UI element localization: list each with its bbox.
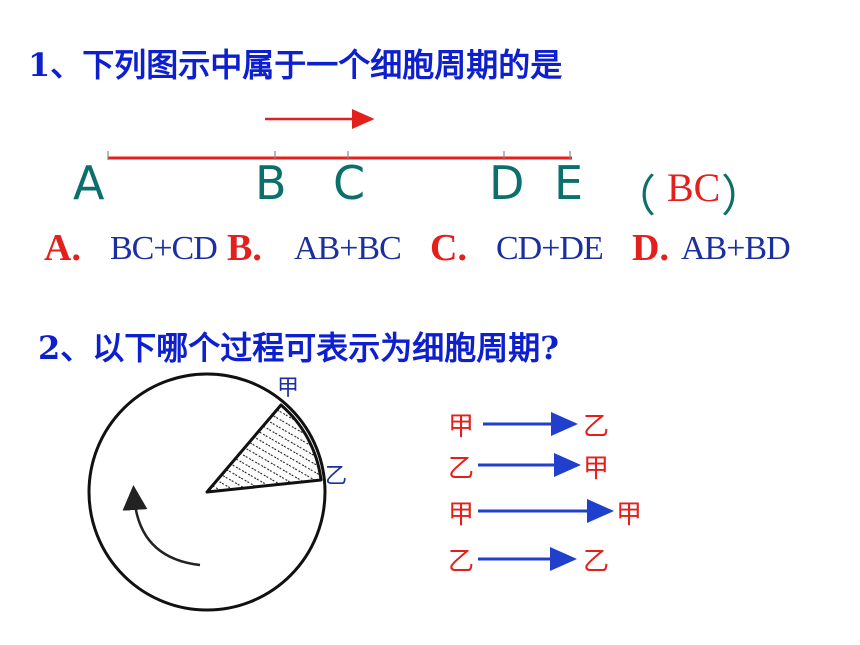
seq-4-to: 乙 xyxy=(583,547,610,577)
option-b-letter: B. xyxy=(227,227,262,269)
seq-2-from: 乙 xyxy=(448,454,475,484)
option-d-value: AB+BD xyxy=(681,230,791,267)
seq-1-to: 乙 xyxy=(583,412,610,442)
question2-title: 2、以下哪个过程可表示为细胞周期? xyxy=(38,329,560,367)
answer-paren-close: ） xyxy=(721,171,765,222)
option-d-letter: D. xyxy=(632,227,669,269)
seq-4-from: 乙 xyxy=(448,547,475,577)
answer-paren-open: （ xyxy=(612,171,656,222)
seq-1-from: 甲 xyxy=(448,412,475,442)
option-c-value: CD+DE xyxy=(496,230,604,267)
seq-3-from: 甲 xyxy=(448,500,475,530)
point-d-label: D xyxy=(489,156,525,210)
point-a-label: A xyxy=(73,156,105,210)
rotation-arrow xyxy=(122,485,201,567)
point-e-label: E xyxy=(554,156,584,210)
cell-cycle-circle xyxy=(87,372,327,612)
seq-2-to: 甲 xyxy=(583,454,610,484)
circle-label-right: 乙 xyxy=(325,464,348,489)
shaded-sector xyxy=(205,403,323,494)
option-a-letter: A. xyxy=(44,227,81,269)
seq-3-to: 甲 xyxy=(616,500,643,530)
question1-title: 1、下列图示中属于一个细胞周期的是 xyxy=(28,46,563,84)
circle-label-top: 甲 xyxy=(277,376,300,401)
point-b-label: B xyxy=(255,156,287,210)
option-a-value: BC+CD xyxy=(110,230,218,267)
answer-text: BC xyxy=(667,165,721,210)
option-b-value: AB+BC xyxy=(294,230,402,267)
point-c-label: C xyxy=(333,156,366,210)
option-c-letter: C. xyxy=(430,227,467,269)
